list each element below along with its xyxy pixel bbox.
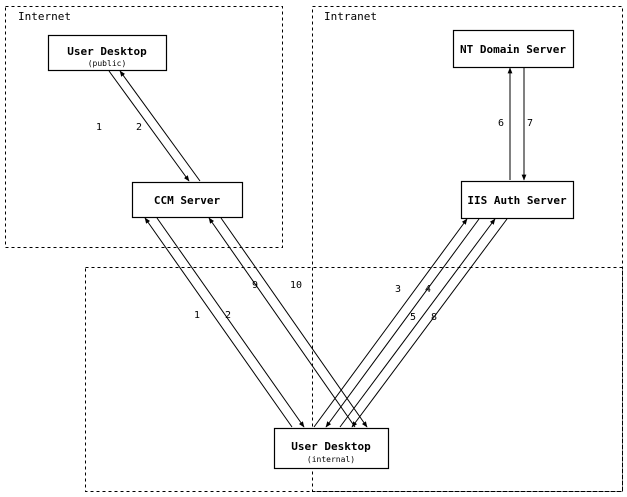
- node-nt-domain-server-title: NT Domain Server: [460, 43, 566, 56]
- zone-frames: [5, 6, 623, 492]
- node-user-desktop-internal[interactable]: User Desktop (internal): [273, 427, 390, 470]
- zone-internet-frame: [5, 6, 283, 248]
- node-user-desktop-public-title: User Desktop: [67, 45, 147, 58]
- node-user-desktop-internal-box[interactable]: [273, 427, 390, 470]
- step-label-1-internal: 1: [194, 310, 200, 321]
- node-iis-auth-server[interactable]: IIS Auth Server: [460, 180, 575, 220]
- step-label-2-public: 2: [136, 122, 142, 133]
- node-iis-auth-server-title: IIS Auth Server: [467, 194, 567, 207]
- flow-3-auth-redirect-line: [313, 218, 468, 428]
- node-user-desktop-internal-title: User Desktop: [291, 440, 371, 453]
- step-number-labels: 1 2 6 7 9 10 1 2 3 4 5 8: [96, 118, 533, 323]
- step-label-3: 3: [395, 284, 401, 295]
- node-user-desktop-public[interactable]: User Desktop (public): [47, 34, 168, 72]
- node-user-desktop-public-box[interactable]: [47, 34, 168, 72]
- zone-intranet-frame: [312, 6, 623, 492]
- zone-label-intranet: Intranet: [324, 10, 377, 23]
- flow-1-public-request-line: [108, 70, 190, 182]
- zone-label-internet: Internet: [18, 10, 71, 23]
- flow-public-desktop-ccm: [108, 70, 201, 182]
- step-label-2-internal: 2: [225, 310, 231, 321]
- node-user-desktop-public-subtitle: (public): [88, 59, 127, 68]
- flow-8-token-line: [351, 218, 508, 428]
- step-label-1-public: 1: [96, 122, 102, 133]
- step-label-10: 10: [290, 280, 302, 291]
- flow-internal-desktop-iis-outer: [313, 218, 480, 428]
- flow-iis-ntdomain: [507, 67, 527, 181]
- flow-10-content-line: [220, 217, 368, 428]
- flow-internal-desktop-ccm-right: [208, 217, 368, 428]
- node-nt-domain-server-box[interactable]: [452, 29, 575, 69]
- flow-internal-desktop-iis-inner: [339, 218, 508, 428]
- node-ccm-server-box[interactable]: [131, 181, 244, 219]
- flow-2-public-response-line: [119, 70, 201, 182]
- node-ccm-server-title: CCM Server: [154, 194, 221, 207]
- node-user-desktop-internal-subtitle: (internal): [307, 455, 355, 464]
- flow-4-challenge-line: [325, 218, 480, 428]
- node-iis-auth-server-box[interactable]: [460, 180, 575, 220]
- node-nt-domain-server[interactable]: NT Domain Server: [452, 29, 575, 69]
- step-label-5: 5: [410, 312, 416, 323]
- flow-2-internal-response-line: [156, 217, 305, 428]
- step-label-6: 6: [498, 118, 504, 129]
- zone-inner-lan-frame: [85, 267, 623, 492]
- flow-internal-desktop-ccm-left: [144, 217, 305, 428]
- flow-1-internal-request-line: [144, 217, 293, 428]
- step-label-4: 4: [425, 284, 431, 295]
- step-label-8: 8: [431, 312, 437, 323]
- step-label-7: 7: [527, 118, 533, 129]
- flow-9-redirect-line: [208, 217, 356, 428]
- node-ccm-server[interactable]: CCM Server: [131, 181, 244, 219]
- flow-5-credentials-line: [339, 218, 496, 428]
- step-label-9: 9: [252, 280, 258, 291]
